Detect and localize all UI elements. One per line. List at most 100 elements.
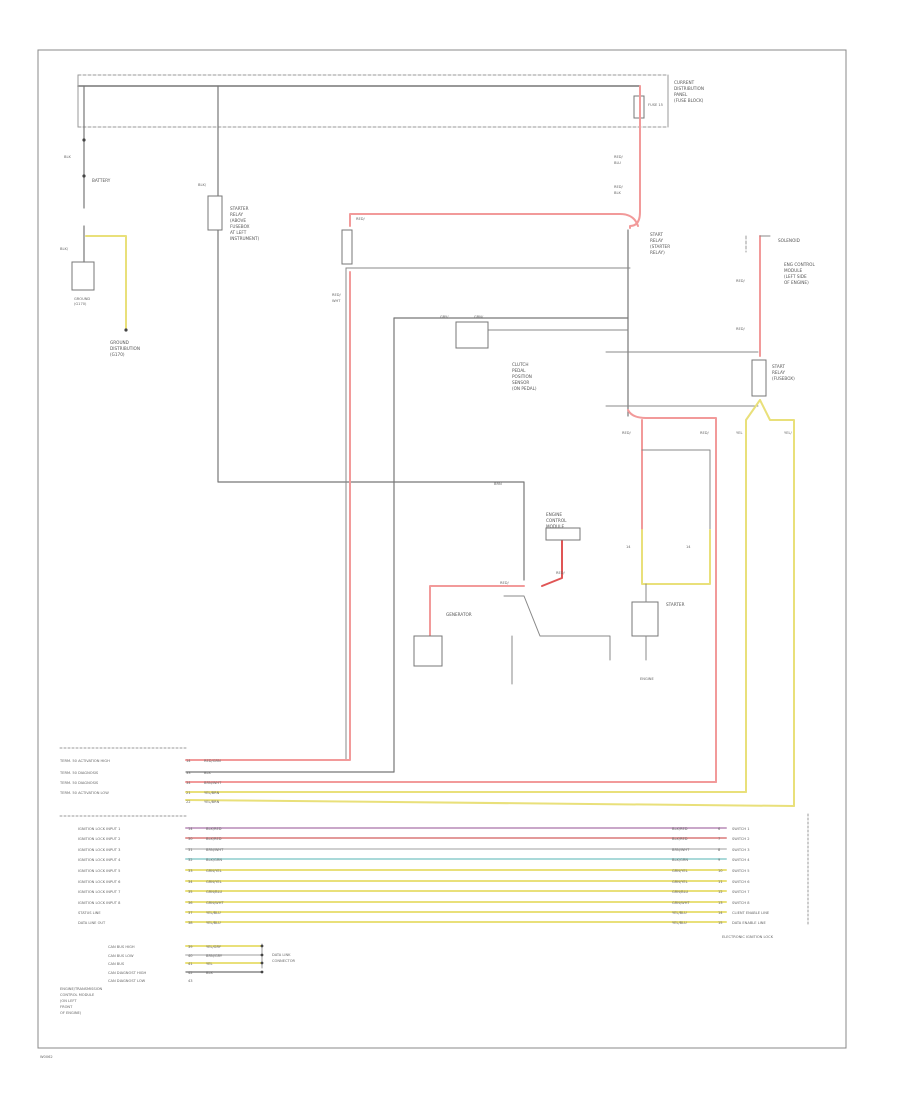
ign-color-r-4: GRN/YEL [672, 869, 688, 873]
wire-tag-r3-b: BLK [614, 191, 621, 195]
ignition-row-1: IGNITION LOCK INPUT 2 30 BLK/RED BLK/RED… [78, 837, 750, 841]
power-bus [77, 74, 669, 128]
generator-symbol [413, 635, 443, 667]
ecm-text-1: ENGINE [546, 512, 562, 517]
ignition-row-5: IGNITION LOCK INPUT 6 34 GRN/YEL GRN/YEL… [78, 880, 750, 884]
ground-distribution-1: GROUND [110, 340, 129, 345]
can-pin-3: 42 [188, 971, 193, 975]
current-distribution-line-4: (FUSE BLOCK) [674, 98, 704, 103]
ign-pin-9: 38 [188, 921, 193, 925]
relay-mid-text-3: (STARTER [650, 244, 670, 249]
module-left-pin-4: 22 YEL/BRN [186, 800, 220, 804]
ignition-row-8: STATUS LINE 37 YEL/BLU YEL/BLU 14 CLIENT… [78, 911, 770, 915]
relay-top-text-1: STARTER [230, 206, 249, 211]
ign-color-9: YEL/BLU [206, 921, 221, 925]
starter-motor: 14 14 STARTER ENGINE [626, 529, 711, 681]
ign-name-r-5: SWITCH 6 [732, 880, 750, 884]
relay-mid-text-1: START [650, 232, 663, 237]
ecm-text-3: MODULE [546, 524, 565, 529]
engine-control-and-generator: ENGINE CONTROL MODULE GENERATOR RED/ RED… [413, 512, 611, 685]
clutch-switch: GRY/ GRN/ CLUTCH PEDAL POSITION SENSOR (… [393, 315, 629, 773]
diagnostic-text-2: CONNECTOR [272, 959, 296, 963]
wire-tag-ecm-feed: BRN [494, 482, 502, 486]
ignition-lock-bus: IGNITION LOCK INPUT 1 14 BLK/RED BLK/RED… [59, 813, 809, 939]
wire-tag-ecm-top: RED/ [556, 571, 566, 575]
ecm-text-2: CONTROL [546, 518, 567, 523]
module-title-3: (ON LEFT [60, 999, 77, 1003]
ign-pin-r-7: 13 [718, 901, 723, 905]
wire-tag-r4-b: WHT [332, 299, 341, 303]
ign-name-3: IGNITION LOCK INPUT 4 [78, 858, 121, 862]
ign-pin-8: 37 [188, 911, 193, 915]
relay-top-symbol [207, 195, 223, 231]
module-left-pins: TERM. 50 ACTIVATION HIGH 14 RED/GRN TERM… [59, 759, 222, 804]
wire-tag-right-r3-a: RED/ [736, 279, 746, 283]
diagnostic-text-1: DATA LINK [272, 953, 291, 957]
wire-tag-ground: BLK/ [60, 247, 69, 251]
module-title-5: OF ENGINE) [60, 1011, 82, 1015]
ign-pin-r-1: 7 [718, 837, 720, 841]
ign-color-0: BLK/RED [206, 827, 222, 831]
ign-name-8: STATUS LINE [78, 911, 101, 915]
can-pin-4: 43 [188, 979, 193, 983]
ign-pin-r-0: 6 [718, 827, 721, 831]
ignition-row-9: DATA LINE OUT 38 YEL/BLU YEL/BLU 15 DATA… [78, 921, 766, 925]
ign-pin-4: 33 [188, 869, 193, 873]
can-pin-2: 41 [188, 962, 193, 966]
ign-pin-0: 14 [188, 827, 193, 831]
right-top-text-1: SOLENOID [778, 238, 800, 243]
pin-color-2: BRN/WHT [204, 781, 222, 785]
ign-color-r-3: BLK/GRN [672, 858, 688, 862]
wire-tag-right-r4-a: RED/ [736, 327, 746, 331]
clutch-text-5: (ON PEDAL) [512, 386, 537, 391]
relay-right-text-1: START [772, 364, 785, 369]
clutch-text-3: POSITION [512, 374, 532, 379]
can-row-1: CAN BUS LOW 40 BRN/GRY [108, 953, 264, 958]
wire-tag-s2: GRN/ [474, 315, 484, 319]
starter-pin-a: 14 [626, 545, 631, 549]
module-connector-wires [59, 271, 795, 807]
ign-name-r-1: SWITCH 2 [732, 837, 750, 841]
starter-pin-b: 14 [686, 545, 691, 549]
pin-name-2: TERM. 50 DIAGNOSIS [59, 781, 99, 785]
battery-branch: BATTERY BLK BLK/ GROUND (G170) GROUND DI… [60, 85, 140, 357]
wire-tag-mid: RED/ [356, 217, 366, 221]
pin-name-1: TERM. 50 DIAGNOSIS [59, 771, 99, 775]
pin-num-3: 21 [186, 791, 191, 795]
ign-name-r-8: CLIENT ENABLE LINE [732, 911, 770, 915]
module-left-pin-3: TERM. 50 ACTIVATION LOW 21 YEL/BRN [59, 791, 220, 795]
ign-color-r-9: YEL/BLU [672, 921, 687, 925]
can-row-0: CAN BUS HIGH 39 YEL/GRY [108, 944, 264, 949]
ign-color-r-6: GRN/BLU [672, 890, 688, 894]
ign-pin-r-6: 12 [718, 890, 723, 894]
ign-color-7: GRN/WHT [206, 901, 224, 905]
wire-tag-r3-a: RED/ [614, 185, 624, 189]
wire-tag-s1: GRY/ [440, 315, 449, 319]
ign-name-r-2: SWITCH 3 [732, 848, 750, 852]
ign-name-2: IGNITION LOCK INPUT 3 [78, 848, 120, 852]
ground-distribution-2: DISTRIBUTION [110, 346, 140, 351]
relay-top-text-2: RELAY [230, 212, 244, 217]
can-row-4: CAN DIAGNOST LOW 43 [108, 979, 193, 983]
pin-num-1: 33 [186, 771, 191, 775]
module-left-pin-1: TERM. 50 DIAGNOSIS 33 BLK [59, 771, 211, 775]
diagram-frame [37, 49, 847, 1049]
ign-name-6: IGNITION LOCK INPUT 7 [78, 890, 120, 894]
pin-num-2: 34 [186, 781, 191, 785]
pin-color-0: RED/GRN [204, 759, 221, 763]
battery-label: BATTERY [92, 178, 111, 183]
wire-tag-r2-a: RED/ [614, 155, 624, 159]
ignition-lock-title: ELECTRONIC IGNITION LOCK [722, 935, 774, 939]
ground-block [71, 261, 95, 291]
clutch-text-2: PEDAL [512, 368, 526, 373]
ign-pin-7: 36 [188, 901, 193, 905]
ign-color-r-2: BRN/WHT [672, 848, 690, 852]
current-distribution-line-1: CURRENT [674, 80, 695, 85]
starter-label: STARTER [666, 602, 685, 607]
current-distribution-line-2: DISTRIBUTION [674, 86, 704, 91]
right-top-text-4: (LEFT SIDE [784, 274, 807, 279]
wire-tag-battery: BLK [64, 155, 71, 159]
current-distribution-line-3: PANEL [674, 92, 688, 97]
ground-label-3: (G170) [74, 302, 87, 306]
ign-name-r-4: SWITCH 5 [732, 869, 750, 873]
